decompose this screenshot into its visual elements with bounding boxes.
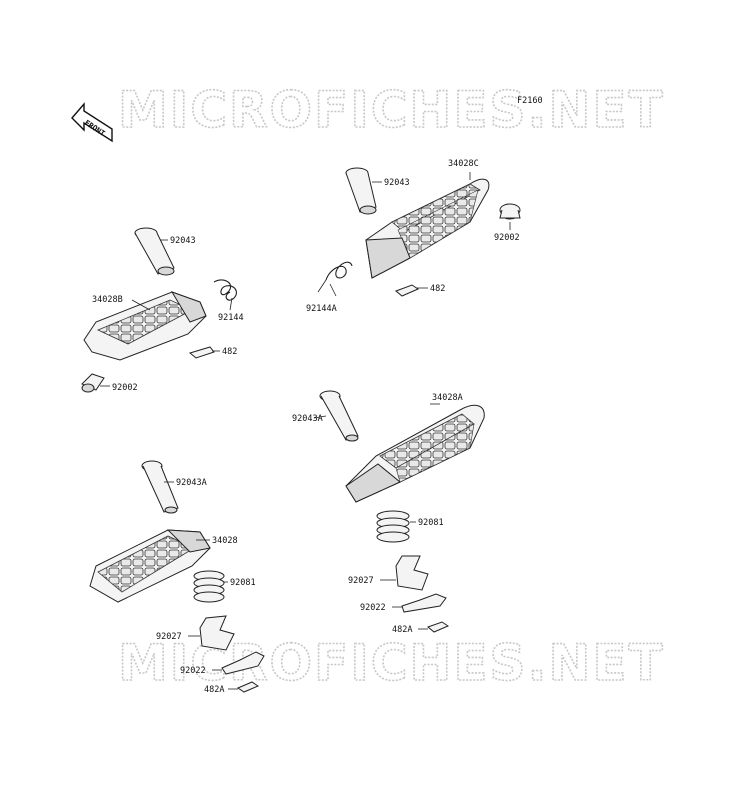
label-92081-left: 92081 <box>230 578 256 588</box>
bushing-482a-right <box>427 621 450 633</box>
watermark-bottom: MICROFICHES.NET <box>118 634 665 692</box>
label-92027-right: 92027 <box>348 576 374 586</box>
bracket-92027-left <box>199 615 235 651</box>
bolt-92002-right <box>499 203 521 220</box>
footpeg-assembly-34028b <box>81 227 237 393</box>
label-92022-left: 92022 <box>180 666 206 676</box>
spring-92081-left <box>193 570 225 603</box>
label-34028b: 34028B <box>92 295 123 305</box>
label-92043-top: 92043 <box>384 178 410 188</box>
label-92043a-right: 92043A <box>292 414 323 424</box>
label-92144: 92144 <box>218 313 244 323</box>
label-34028a: 34028A <box>432 393 463 403</box>
label-92002-left: 92002 <box>112 383 138 393</box>
label-92022-right: 92022 <box>360 603 386 613</box>
label-92043a-left: 92043A <box>176 478 207 488</box>
bushing-482-left <box>188 346 215 359</box>
label-92002-right: 92002 <box>494 233 520 243</box>
bushing-482a-left <box>236 681 260 693</box>
diagram-code: F2160 <box>517 96 543 106</box>
pin-92043-top <box>345 167 377 215</box>
spring-92144 <box>213 279 237 301</box>
label-34028c: 34028C <box>448 159 479 169</box>
spring-92144a <box>317 261 353 293</box>
label-92027-left: 92027 <box>156 632 182 642</box>
label-482-left: 482 <box>222 347 237 357</box>
pin-92043a-right <box>319 390 359 442</box>
label-482a-left: 482A <box>204 685 224 695</box>
plate-92022-left <box>221 651 265 675</box>
label-34028: 34028 <box>212 536 238 546</box>
front-arrow-icon: FRONT <box>71 102 113 143</box>
pin-92043a-left <box>141 460 179 514</box>
spring-92081-right <box>376 510 410 543</box>
bushing-482-top <box>395 284 420 297</box>
footpeg-assembly-34028a <box>313 390 485 633</box>
footpeg-assembly-34028c <box>317 167 521 297</box>
plate-92022-right <box>401 593 447 613</box>
pin-92043-left <box>134 227 175 276</box>
watermark-top: MICROFICHES.NET <box>118 81 665 139</box>
label-482a-right: 482A <box>392 625 412 635</box>
label-482-top: 482 <box>430 284 445 294</box>
footpeg-assembly-34028 <box>89 460 265 693</box>
bolt-92002-left <box>81 373 105 393</box>
label-92144a: 92144A <box>306 304 337 314</box>
label-92081-right: 92081 <box>418 518 444 528</box>
label-92043-left: 92043 <box>170 236 196 246</box>
bracket-92027-right <box>395 555 429 591</box>
